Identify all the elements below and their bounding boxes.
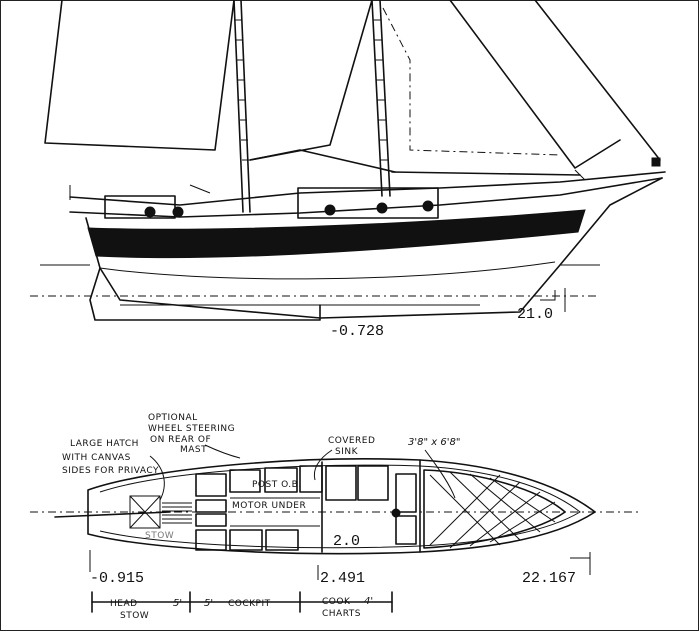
svg-text:SIDES FOR PRIVACY: SIDES FOR PRIVACY [62, 466, 159, 476]
svg-text:COVERED: COVERED [328, 436, 375, 446]
sail-plan [44, 0, 661, 213]
boot-stripe [87, 209, 586, 259]
elevation-stern-station-label: 21.0 [517, 306, 553, 323]
porthole [324, 204, 336, 216]
fore-sail [44, 0, 235, 151]
plan-station-mid: 2.491 [320, 570, 365, 587]
note-outboard: POST O.B. [252, 480, 302, 490]
elevation-station-label: -0.728 [330, 323, 384, 340]
svg-text:MAST: MAST [180, 445, 207, 455]
v-berth [423, 469, 566, 549]
plan-beam-label: 2.0 [333, 533, 360, 550]
svg-text:STOW: STOW [120, 611, 149, 621]
note-berth-size: 3'8" x 6'8" [408, 437, 460, 499]
svg-text:SINK: SINK [335, 447, 359, 457]
svg-text:ON REAR OF: ON REAR OF [150, 435, 211, 445]
svg-text:HEAD: HEAD [110, 599, 138, 609]
svg-text:CHARTS: CHARTS [322, 609, 361, 619]
svg-text:COOK: COOK [322, 597, 351, 607]
dimension-line: HEAD STOW 5' 5' COCKPIT COOK CHARTS 4' [91, 591, 393, 621]
note-sink: COVERED SINK [313, 436, 375, 481]
note-hatch: LARGE HATCH WITH CANVAS SIDES FOR PRIVAC… [62, 439, 165, 501]
jib-sail [449, 0, 621, 169]
plan-station-bow: -0.915 [90, 570, 144, 587]
svg-text:WHEEL STEERING: WHEEL STEERING [148, 424, 235, 434]
plan-station-stern: 22.167 [522, 570, 576, 587]
main-mast [371, 0, 383, 197]
svg-text:COCKPIT: COCKPIT [228, 599, 271, 609]
svg-text:WITH CANVAS: WITH CANVAS [62, 453, 131, 463]
cabin-trunk [297, 187, 439, 219]
fore-mast [233, 0, 244, 213]
porthole [172, 206, 184, 218]
svg-text:3'8" x 6'8": 3'8" x 6'8" [408, 437, 460, 448]
svg-text:5': 5' [204, 598, 213, 609]
svg-text:5': 5' [173, 598, 182, 609]
svg-text:LARGE HATCH: LARGE HATCH [70, 439, 139, 449]
hull-plan [30, 458, 640, 555]
note-wheel-steering: OPTIONAL WHEEL STEERING ON REAR OF MAST [148, 413, 241, 459]
porthole [422, 200, 434, 212]
svg-text:OPTIONAL: OPTIONAL [148, 413, 198, 423]
svg-text:4': 4' [364, 596, 373, 607]
sink [325, 465, 357, 501]
note-stow: STOW [145, 531, 174, 541]
hull-elevation [40, 169, 666, 321]
porthole [376, 202, 388, 214]
note-motor: MOTOR UNDER [232, 501, 306, 511]
porthole [144, 206, 156, 218]
